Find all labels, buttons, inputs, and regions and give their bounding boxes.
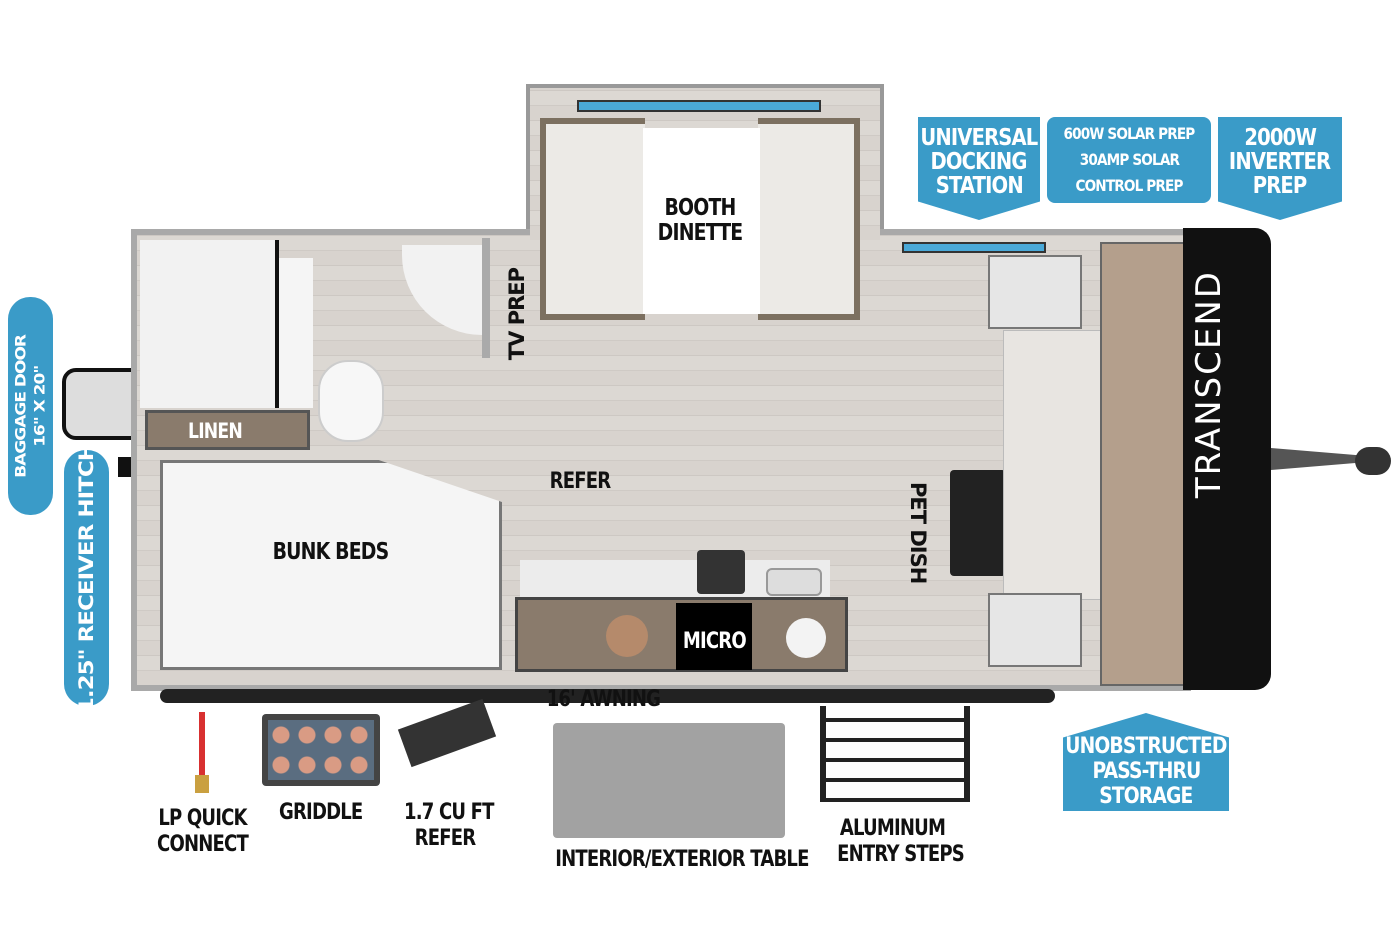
hitch-coupler	[1355, 447, 1391, 475]
exterior-refer	[397, 698, 497, 768]
dinette-table	[643, 128, 760, 314]
label-line: ENTRY STEPS	[837, 842, 965, 867]
badge-line: UNIVERSAL	[920, 124, 1038, 151]
front-cabinet	[988, 255, 1082, 329]
micro-label: MICRO	[682, 629, 747, 654]
plate-icon	[786, 618, 826, 658]
lp-fitting	[195, 775, 209, 793]
booth-seat	[758, 118, 860, 320]
baggage-door	[62, 368, 137, 440]
label-line: CONNECT	[157, 832, 249, 857]
awning-label: 16' AWNING	[546, 687, 661, 712]
label-line: ALUMINUM	[839, 816, 946, 841]
booth-seat	[540, 118, 645, 320]
badge-line: 2000W	[1244, 124, 1317, 151]
kitchen-sink	[766, 568, 822, 596]
label-line: REFER	[414, 826, 476, 851]
badge-line: UNOBSTRUCTED	[1065, 733, 1227, 759]
badge-line: CONTROL PREP	[1075, 176, 1183, 195]
badge-line: 30AMP SOLAR	[1079, 150, 1179, 169]
shower	[140, 240, 279, 408]
solar-prep-badge: 600W SOLAR PREP 30AMP SOLAR CONTROL PREP	[1047, 117, 1211, 203]
badge-line: INVERTER	[1229, 148, 1331, 175]
refer-label: REFER	[549, 469, 611, 494]
receiver-hitch-badge: 1.25" RECEIVER HITCH	[64, 443, 109, 713]
griddle-top	[268, 720, 374, 780]
lp-hose	[199, 712, 205, 790]
window	[577, 100, 821, 112]
exterior-table	[553, 723, 785, 838]
label-line: DINETTE	[657, 220, 743, 246]
bunk-beds-label: BUNK BEDS	[272, 539, 390, 565]
pet-dish-label: PET DISH	[906, 482, 930, 584]
bath-wall	[482, 238, 490, 358]
bunk-beds	[160, 460, 502, 670]
badge-line: 600W SOLAR PREP	[1063, 124, 1196, 143]
tv-prep-label: TV PREP	[505, 268, 529, 361]
burner-icon	[606, 615, 648, 657]
pass-thru-storage	[1100, 242, 1189, 686]
front-seat	[1003, 330, 1103, 600]
linen-label: LINEN	[188, 419, 243, 443]
badge-line: 1.25" RECEIVER HITCH	[75, 442, 98, 714]
table-label: INTERIOR/EXTERIOR TABLE	[555, 847, 809, 872]
bathroom-floor	[279, 258, 313, 408]
badge-line: STATION	[935, 172, 1023, 199]
label-line: BOOTH	[664, 195, 736, 221]
receiver-hitch	[118, 457, 134, 477]
toilet	[318, 360, 384, 442]
front-cap	[1183, 228, 1271, 690]
badge-line: BAGGAGE DOOR	[12, 334, 30, 478]
pet-dish	[950, 470, 1006, 576]
micro	[676, 603, 752, 670]
front-cabinet	[988, 593, 1082, 667]
stove	[697, 550, 745, 594]
badge-line: DOCKING	[930, 148, 1028, 175]
window	[902, 242, 1046, 253]
linen-cabinet	[145, 410, 310, 450]
badge-line: PASS-THRU	[1092, 758, 1201, 784]
griddle-label: GRIDDLE	[279, 800, 363, 825]
label-line: LP QUICK	[158, 806, 247, 831]
badge-line: 16" X 20"	[31, 365, 49, 447]
badge-line: PREP	[1253, 172, 1308, 199]
awning	[160, 689, 1055, 703]
label-line: 1.7 CU FT	[404, 800, 494, 825]
brand-logo: TRANSCEND	[1189, 270, 1229, 499]
badge-line: STORAGE	[1099, 783, 1193, 809]
entry-steps	[820, 706, 970, 802]
